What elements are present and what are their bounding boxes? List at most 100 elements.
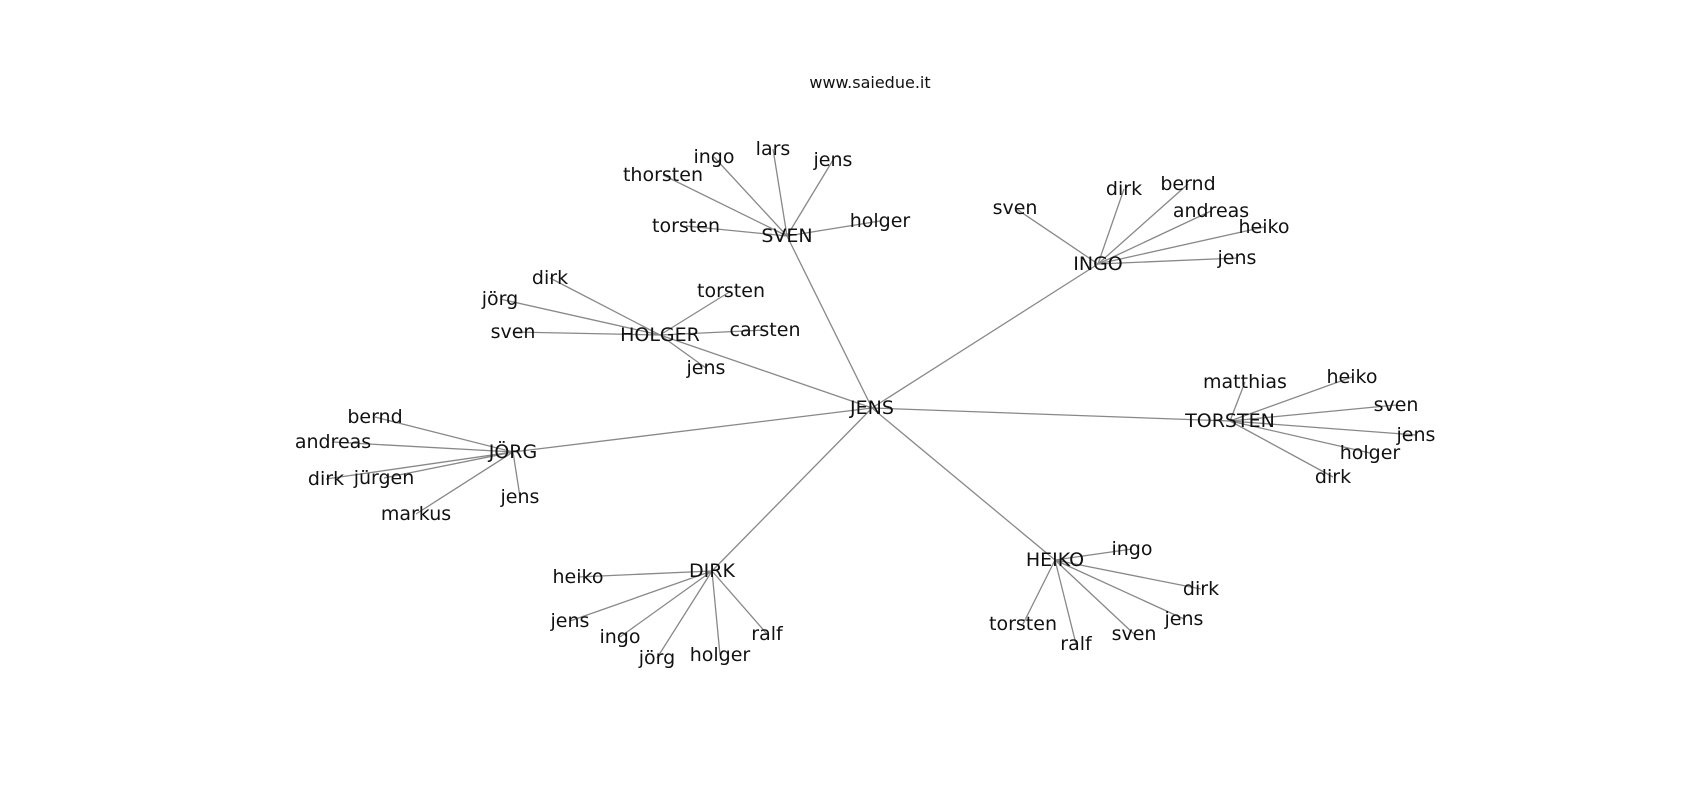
edge-jens-jorg_h xyxy=(512,407,873,453)
edge-sven_h-s_torsten xyxy=(685,225,788,237)
leaf-node-t-matthias: matthias xyxy=(1203,371,1287,393)
leaf-node-t-jens: jens xyxy=(1396,424,1436,446)
edge-torsten_h-t_sven xyxy=(1229,404,1397,422)
leaf-node-d-holger: holger xyxy=(690,644,751,666)
hub-node-dirk-h: DIRK xyxy=(689,560,735,582)
edge-jens-holger_h xyxy=(659,334,873,409)
leaf-node-d-ingo: ingo xyxy=(599,626,640,648)
edge-jorg_h-j_jens xyxy=(512,451,521,498)
edge-torsten_h-t_jens xyxy=(1229,420,1417,436)
hub-node-ingo-h: INGO xyxy=(1073,253,1123,275)
leaf-node-h-jens: jens xyxy=(686,357,726,379)
edge-holger_h-h_jens xyxy=(659,334,707,369)
edge-ingo_h-i_dirk xyxy=(1097,188,1125,265)
leaf-node-d-jorg: jörg xyxy=(638,647,675,669)
hub-node-holger-h: HOLGER xyxy=(620,324,700,346)
hub-node-sven-h: SVEN xyxy=(761,225,812,247)
leaf-node-h-dirk: dirk xyxy=(532,267,568,289)
leaf-node-k-jens: jens xyxy=(1164,608,1204,630)
edge-sven_h-s_holger xyxy=(786,220,881,237)
leaf-node-j-bernd: bernd xyxy=(347,406,402,428)
leaf-node-i-andreas: andreas xyxy=(1173,200,1249,222)
leaf-node-s-holger: holger xyxy=(850,210,911,232)
edge-torsten_h-t_holger xyxy=(1229,420,1371,454)
edge-ingo_h-i_sven xyxy=(1014,207,1099,265)
leaf-node-s-lars: lars xyxy=(756,138,791,160)
leaf-node-h-carsten: carsten xyxy=(730,319,801,341)
leaf-node-d-heiko: heiko xyxy=(553,566,604,588)
leaf-node-k-ingo: ingo xyxy=(1111,538,1152,560)
edge-sven_h-s_ingo xyxy=(713,156,788,237)
leaf-node-i-dirk: dirk xyxy=(1106,178,1142,200)
leaf-node-i-sven: sven xyxy=(993,197,1038,219)
hub-node-heiko-h: HEIKO xyxy=(1026,549,1084,571)
edge-ingo_h-i_jens xyxy=(1097,257,1238,265)
leaf-node-t-dirk: dirk xyxy=(1315,466,1351,488)
leaf-node-s-torsten: torsten xyxy=(652,215,720,237)
edge-dirk_h-d_holger xyxy=(711,570,721,656)
leaf-node-s-thorsten: thorsten xyxy=(623,164,703,186)
edge-torsten_h-t_matthias xyxy=(1229,381,1246,422)
leaf-node-j-dirk: dirk xyxy=(308,468,344,490)
leaf-node-s-jens: jens xyxy=(813,149,853,171)
labels-layer: JENS SVEN INGO HOLGER TORSTEN JÖRG DIRK HEIKO in… xyxy=(295,138,1436,669)
leaf-node-i-jens: jens xyxy=(1217,247,1257,269)
leaf-node-j-markus: markus xyxy=(381,503,451,525)
edge-jorg_h-j_markus xyxy=(415,451,514,515)
edge-jorg_h-j_dirk xyxy=(325,451,514,480)
edge-holger_h-h_jorg xyxy=(499,298,661,336)
hub-node-jens: JENS xyxy=(849,397,894,419)
leaf-node-t-holger: holger xyxy=(1340,442,1401,464)
edge-heiko_h-k_ralf xyxy=(1054,559,1077,645)
edge-dirk_h-d_jens xyxy=(569,570,713,622)
edge-holger_h-h_torsten xyxy=(659,290,732,336)
edge-ingo_h-i_heiko xyxy=(1097,226,1265,265)
hub-node-torsten-h: TORSTEN xyxy=(1184,410,1275,432)
edge-jens-dirk_h xyxy=(711,407,873,572)
watermark-text: www.saiedue.it xyxy=(809,73,930,92)
edge-jens-ingo_h xyxy=(871,263,1099,409)
hub-node-jorg-h: JÖRG xyxy=(488,440,537,463)
edge-dirk_h-d_heiko xyxy=(577,570,713,578)
leaf-node-k-dirk: dirk xyxy=(1183,578,1219,600)
edge-jorg_h-j_bernd xyxy=(374,416,514,453)
leaf-node-h-jorg: jörg xyxy=(481,288,518,310)
edge-jens-torsten_h xyxy=(871,407,1231,422)
edge-sven_h-s_lars xyxy=(772,148,788,237)
leaf-node-s-ingo: ingo xyxy=(693,146,734,168)
leaf-node-j-andreas: andreas xyxy=(295,431,371,453)
edge-heiko_h-k_ingo xyxy=(1054,548,1133,561)
edge-sven_h-s_jens xyxy=(786,159,834,237)
leaf-node-t-sven: sven xyxy=(1374,394,1419,416)
edge-dirk_h-d_jorg xyxy=(656,570,713,659)
edge-torsten_h-t_dirk xyxy=(1229,420,1334,478)
leaf-node-d-jens: jens xyxy=(550,610,590,632)
edge-holger_h-h_carsten xyxy=(659,329,766,336)
edge-holger_h-h_dirk xyxy=(549,277,661,336)
edge-jorg_h-j_andreas xyxy=(332,441,514,453)
edge-jens-heiko_h xyxy=(871,407,1056,561)
edge-dirk_h-d_ralf xyxy=(711,570,768,635)
edge-ingo_h-i_bernd xyxy=(1097,183,1189,265)
edge-ingo_h-i_andreas xyxy=(1097,210,1212,265)
edge-jens-sven_h xyxy=(786,235,873,409)
leaf-node-i-bernd: bernd xyxy=(1160,173,1215,195)
edge-jorg_h-j_jurgen xyxy=(383,451,514,479)
edge-holger_h-h_sven xyxy=(512,331,661,336)
leaf-node-i-heiko: heiko xyxy=(1239,216,1290,238)
leaf-node-h-torsten: torsten xyxy=(697,280,765,302)
edge-dirk_h-d_ingo xyxy=(619,570,713,638)
leaf-node-j-jurgen: jürgen xyxy=(353,467,415,489)
edge-sven_h-s_thorsten xyxy=(662,174,788,237)
edges-layer xyxy=(325,148,1417,659)
edge-heiko_h-k_jens xyxy=(1054,559,1185,620)
leaf-node-t-heiko: heiko xyxy=(1327,366,1378,388)
leaf-node-j-jens: jens xyxy=(500,486,540,508)
edge-heiko_h-k_dirk xyxy=(1054,559,1202,590)
leaf-node-d-ralf: ralf xyxy=(751,623,784,645)
leaf-node-h-sven: sven xyxy=(491,321,536,343)
edge-heiko_h-k_torsten xyxy=(1022,559,1056,625)
edge-heiko_h-k_sven xyxy=(1054,559,1135,635)
leaf-node-k-torsten: torsten xyxy=(989,613,1057,635)
